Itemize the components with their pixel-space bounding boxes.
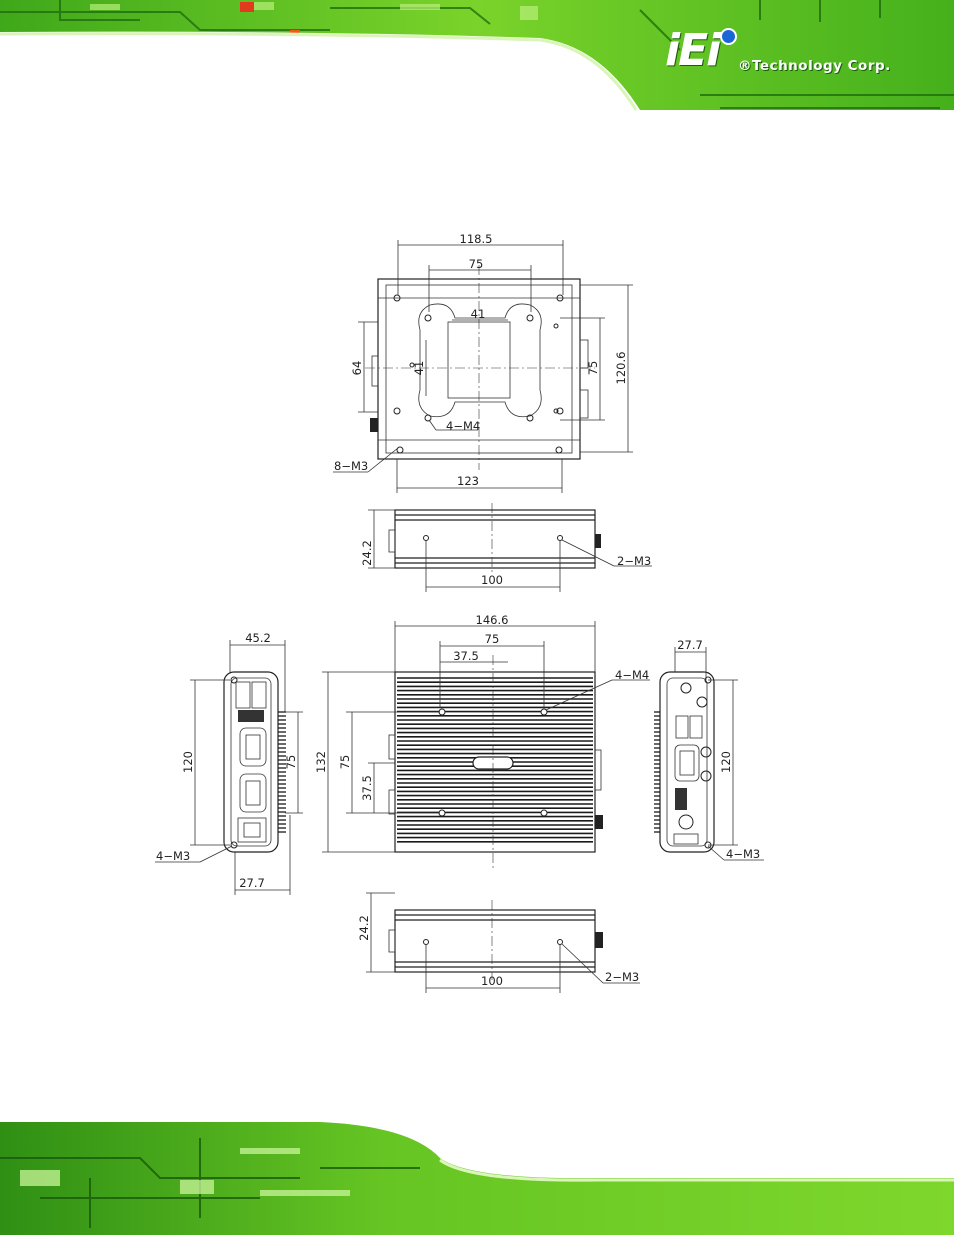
dim-120-6: 120.6 <box>614 352 628 385</box>
dim-top-41-v: 41 <box>412 361 426 376</box>
dim-146-6: 146.6 <box>476 613 509 627</box>
dim-front-v-75: 75 <box>338 755 352 770</box>
dim-left-75: 75 <box>284 755 298 770</box>
dim-123: 123 <box>457 474 479 488</box>
dim-top-right-75: 75 <box>586 361 600 376</box>
label-4-m4-top: 4−M4 <box>446 419 480 433</box>
label-4-m3-left: 4−M3 <box>156 849 190 863</box>
label-2-m3-b: 2−M3 <box>605 970 639 984</box>
top-view: 118.5 75 41 41 64 75 120.6 123 4−M4 8−M3 <box>333 232 633 493</box>
dim-front-75: 75 <box>485 632 500 646</box>
front-view: 146.6 75 37.5 132 75 37.5 4−M4 <box>314 613 650 868</box>
label-4-m4-front: 4−M4 <box>615 668 649 682</box>
dim-118-5: 118.5 <box>460 232 493 246</box>
dim-top-75: 75 <box>469 257 484 271</box>
dim-24-2-a: 24.2 <box>360 540 374 566</box>
right-view: 27.7 120 4−M3 <box>654 638 764 861</box>
dim-100-a: 100 <box>481 573 503 587</box>
dim-front-37-5: 37.5 <box>453 649 479 663</box>
dim-24-2-b: 24.2 <box>357 915 371 941</box>
dim-left-120: 120 <box>181 751 195 773</box>
dim-right-120: 120 <box>719 751 733 773</box>
label-2-m3-a: 2−M3 <box>617 554 651 568</box>
dim-front-v-37-5: 37.5 <box>360 775 374 801</box>
label-4-m3-right: 4−M3 <box>726 847 760 861</box>
left-view: 45.2 120 75 27.7 4−M3 <box>155 631 303 895</box>
side-view-bottom: 24.2 100 2−M3 <box>357 893 640 993</box>
dim-top-64: 64 <box>350 361 364 376</box>
dim-100-b: 100 <box>481 974 503 988</box>
dim-right-27-7: 27.7 <box>677 638 703 652</box>
dim-132: 132 <box>314 751 328 773</box>
dim-left-27-7: 27.7 <box>239 876 265 890</box>
label-8-m3: 8−M3 <box>334 459 368 473</box>
dim-45-2: 45.2 <box>245 631 271 645</box>
side-view-top: 24.2 100 2−M3 <box>360 503 652 592</box>
dim-top-41-h: 41 <box>471 307 486 321</box>
